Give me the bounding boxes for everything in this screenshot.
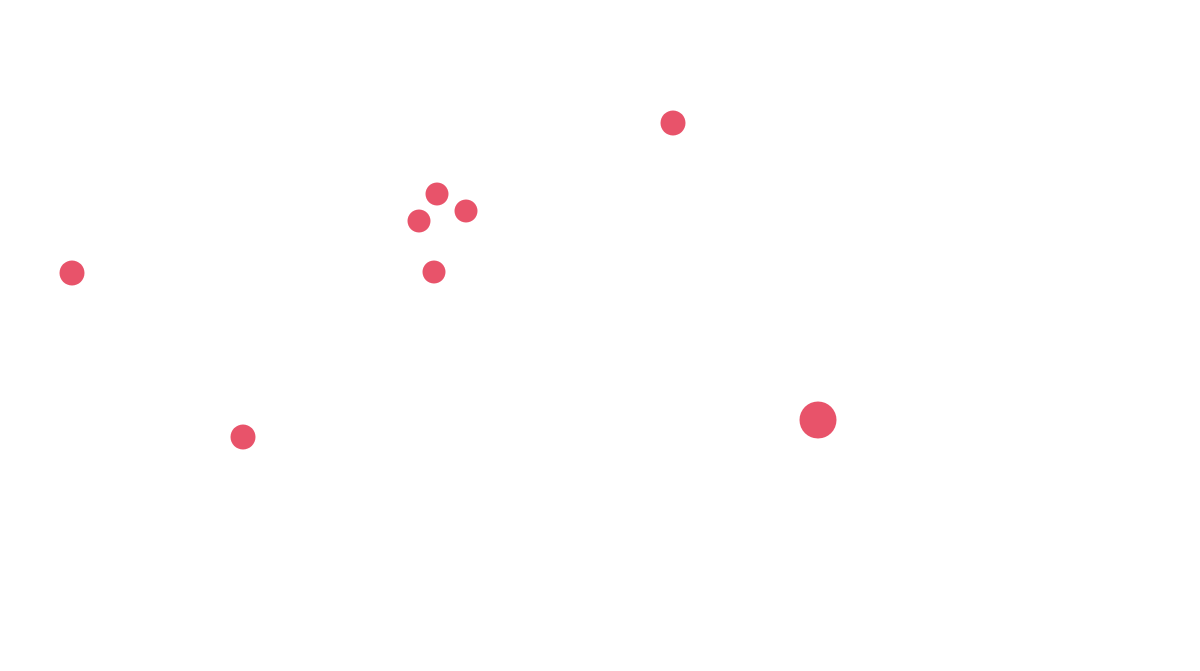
marker-4[interactable]	[454, 199, 478, 223]
marker-6[interactable]	[422, 260, 446, 284]
marker-3[interactable]	[425, 182, 449, 206]
marker-5[interactable]	[407, 209, 431, 233]
marker-8[interactable]	[799, 401, 837, 439]
marker-1[interactable]	[660, 110, 686, 136]
marker-7[interactable]	[230, 424, 256, 450]
marker-2[interactable]	[59, 260, 85, 286]
